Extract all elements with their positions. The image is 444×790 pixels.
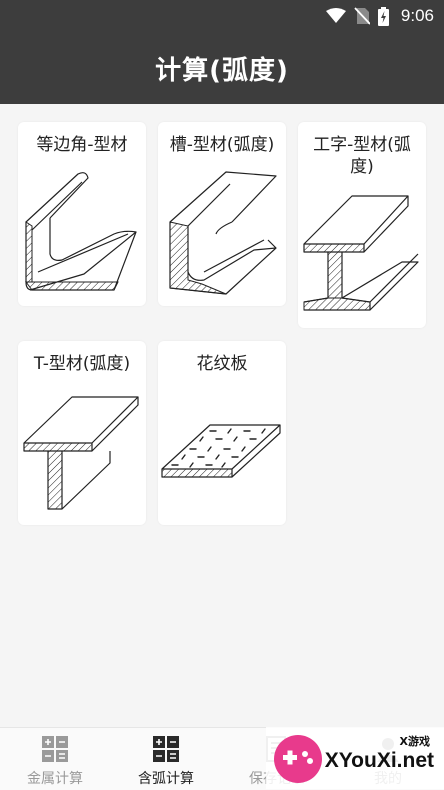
card-channel[interactable]: 槽-型材(弧度) xyxy=(158,122,286,306)
card-equal-angle[interactable]: 等边角-型材 xyxy=(18,122,146,306)
card-label: 槽-型材(弧度) xyxy=(169,135,275,155)
gamepad-logo-icon xyxy=(274,735,322,783)
calculator-icon xyxy=(153,736,179,762)
card-t-section[interactable]: T-型材(弧度) xyxy=(18,341,146,525)
nav-label: 含弧计算 xyxy=(138,771,194,787)
t-section-profile-icon xyxy=(23,396,139,510)
watermark-text: XYouXi.net xyxy=(324,749,434,772)
status-bar: 9:06 xyxy=(0,0,444,32)
equal-angle-profile-icon xyxy=(25,172,137,291)
page-title: 计算(弧度) xyxy=(155,55,289,86)
card-label: 工字-型材(弧度) xyxy=(313,135,411,177)
calculator-icon xyxy=(42,736,68,762)
channel-profile-icon xyxy=(169,171,277,295)
i-beam-profile-icon xyxy=(303,195,419,311)
checker-plate-icon xyxy=(161,424,281,478)
watermark-small-text: X游戏 xyxy=(399,735,430,748)
card-label: T-型材(弧度) xyxy=(33,354,131,374)
status-icons: 9:06 xyxy=(325,4,434,28)
card-checker-plate[interactable]: 花纹板 xyxy=(158,341,286,525)
card-i-beam[interactable]: 工字-型材(弧度) xyxy=(298,122,426,328)
no-sim-icon xyxy=(354,7,370,25)
nav-label: 金属计算 xyxy=(27,771,83,787)
battery-charging-icon xyxy=(377,6,389,26)
watermark: X游戏 XYouXi.net xyxy=(266,727,444,789)
card-label: 等边角-型材 xyxy=(36,135,128,155)
clock: 9:06 xyxy=(400,6,434,25)
nav-item-metal-calc[interactable]: 金属计算 xyxy=(0,728,110,790)
nav-item-arc-calc[interactable]: 含弧计算 xyxy=(111,728,221,790)
app-bar: 计算(弧度) xyxy=(0,32,444,104)
card-label: 花纹板 xyxy=(196,354,248,374)
wifi-icon xyxy=(325,8,346,23)
